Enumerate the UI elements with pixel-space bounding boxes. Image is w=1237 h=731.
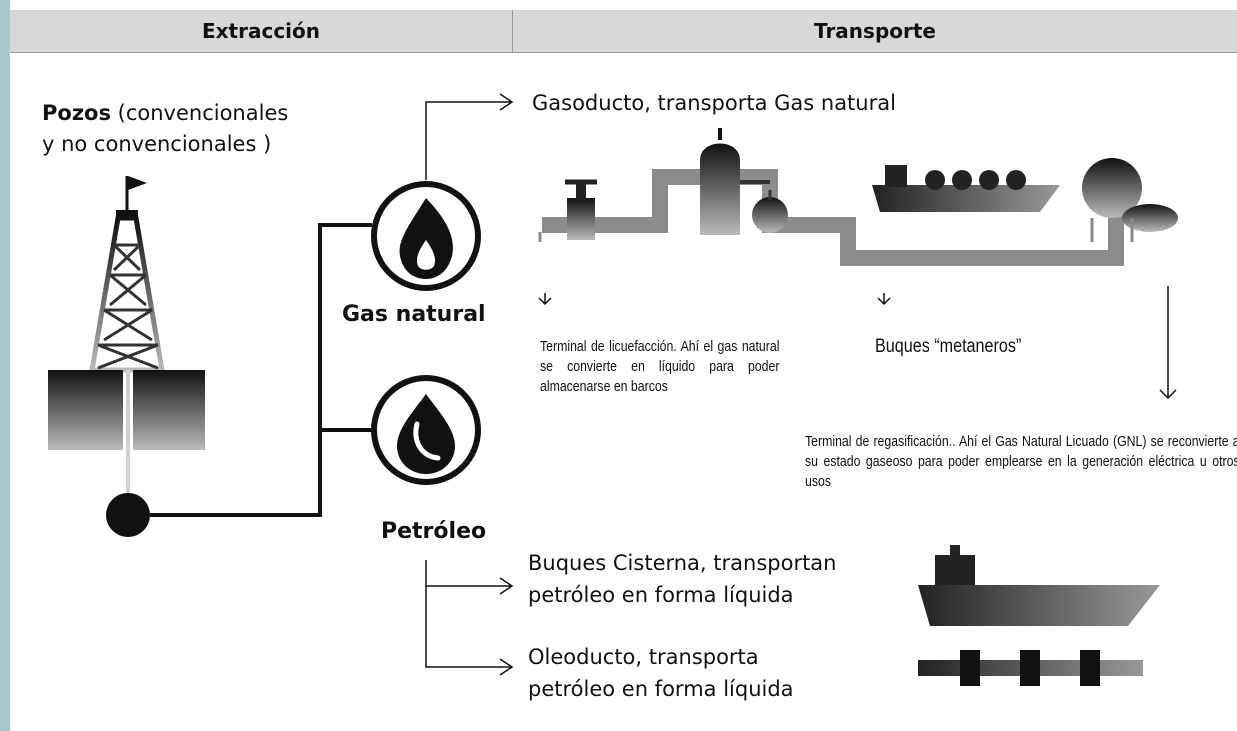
connector-lines <box>150 93 514 676</box>
pipeline-icon <box>918 650 1143 686</box>
tanker-ship-icon <box>918 545 1160 626</box>
header-bar: Extracción Transporte <box>10 10 1237 53</box>
oil-drop-icon <box>371 375 481 485</box>
gas-natural-label: Gas natural <box>342 302 486 327</box>
down-arrows <box>538 286 1177 400</box>
valve-icon <box>565 179 597 240</box>
header-transporte: Transporte <box>814 19 936 43</box>
well-derrick-icon <box>48 176 205 537</box>
cisterna-text-l2: petróleo en forma líquida <box>528 583 794 607</box>
lng-ship-icon <box>872 165 1060 212</box>
oleoducto-text-l1: Oleoducto, transporta <box>528 645 759 669</box>
gas-tank-icon <box>700 128 788 235</box>
flame-icon <box>371 181 481 291</box>
oleoducto-text-l2: petróleo en forma líquida <box>528 677 794 701</box>
header-divider <box>512 10 513 52</box>
pozos-label: Pozos (convencionales <box>42 101 289 125</box>
pozos-label-line2: y no convencionales ) <box>42 132 272 156</box>
metaneros-text: Buques “metaneros” <box>875 336 1022 357</box>
gasoducto-text: Gasoducto, transporta Gas natural <box>532 91 896 115</box>
header-extraccion: Extracción <box>201 19 321 43</box>
regasificacion-text: Terminal de regasificación.. Ahí el Gas … <box>805 433 1237 490</box>
petroleo-label: Petróleo <box>381 519 487 544</box>
spherical-tank-icon <box>1082 158 1178 242</box>
licuefaccion-text: Terminal de licuefacción. Ahí el gas nat… <box>540 338 780 395</box>
cisterna-text-l1: Buques Cisterna, transportan <box>528 551 837 575</box>
